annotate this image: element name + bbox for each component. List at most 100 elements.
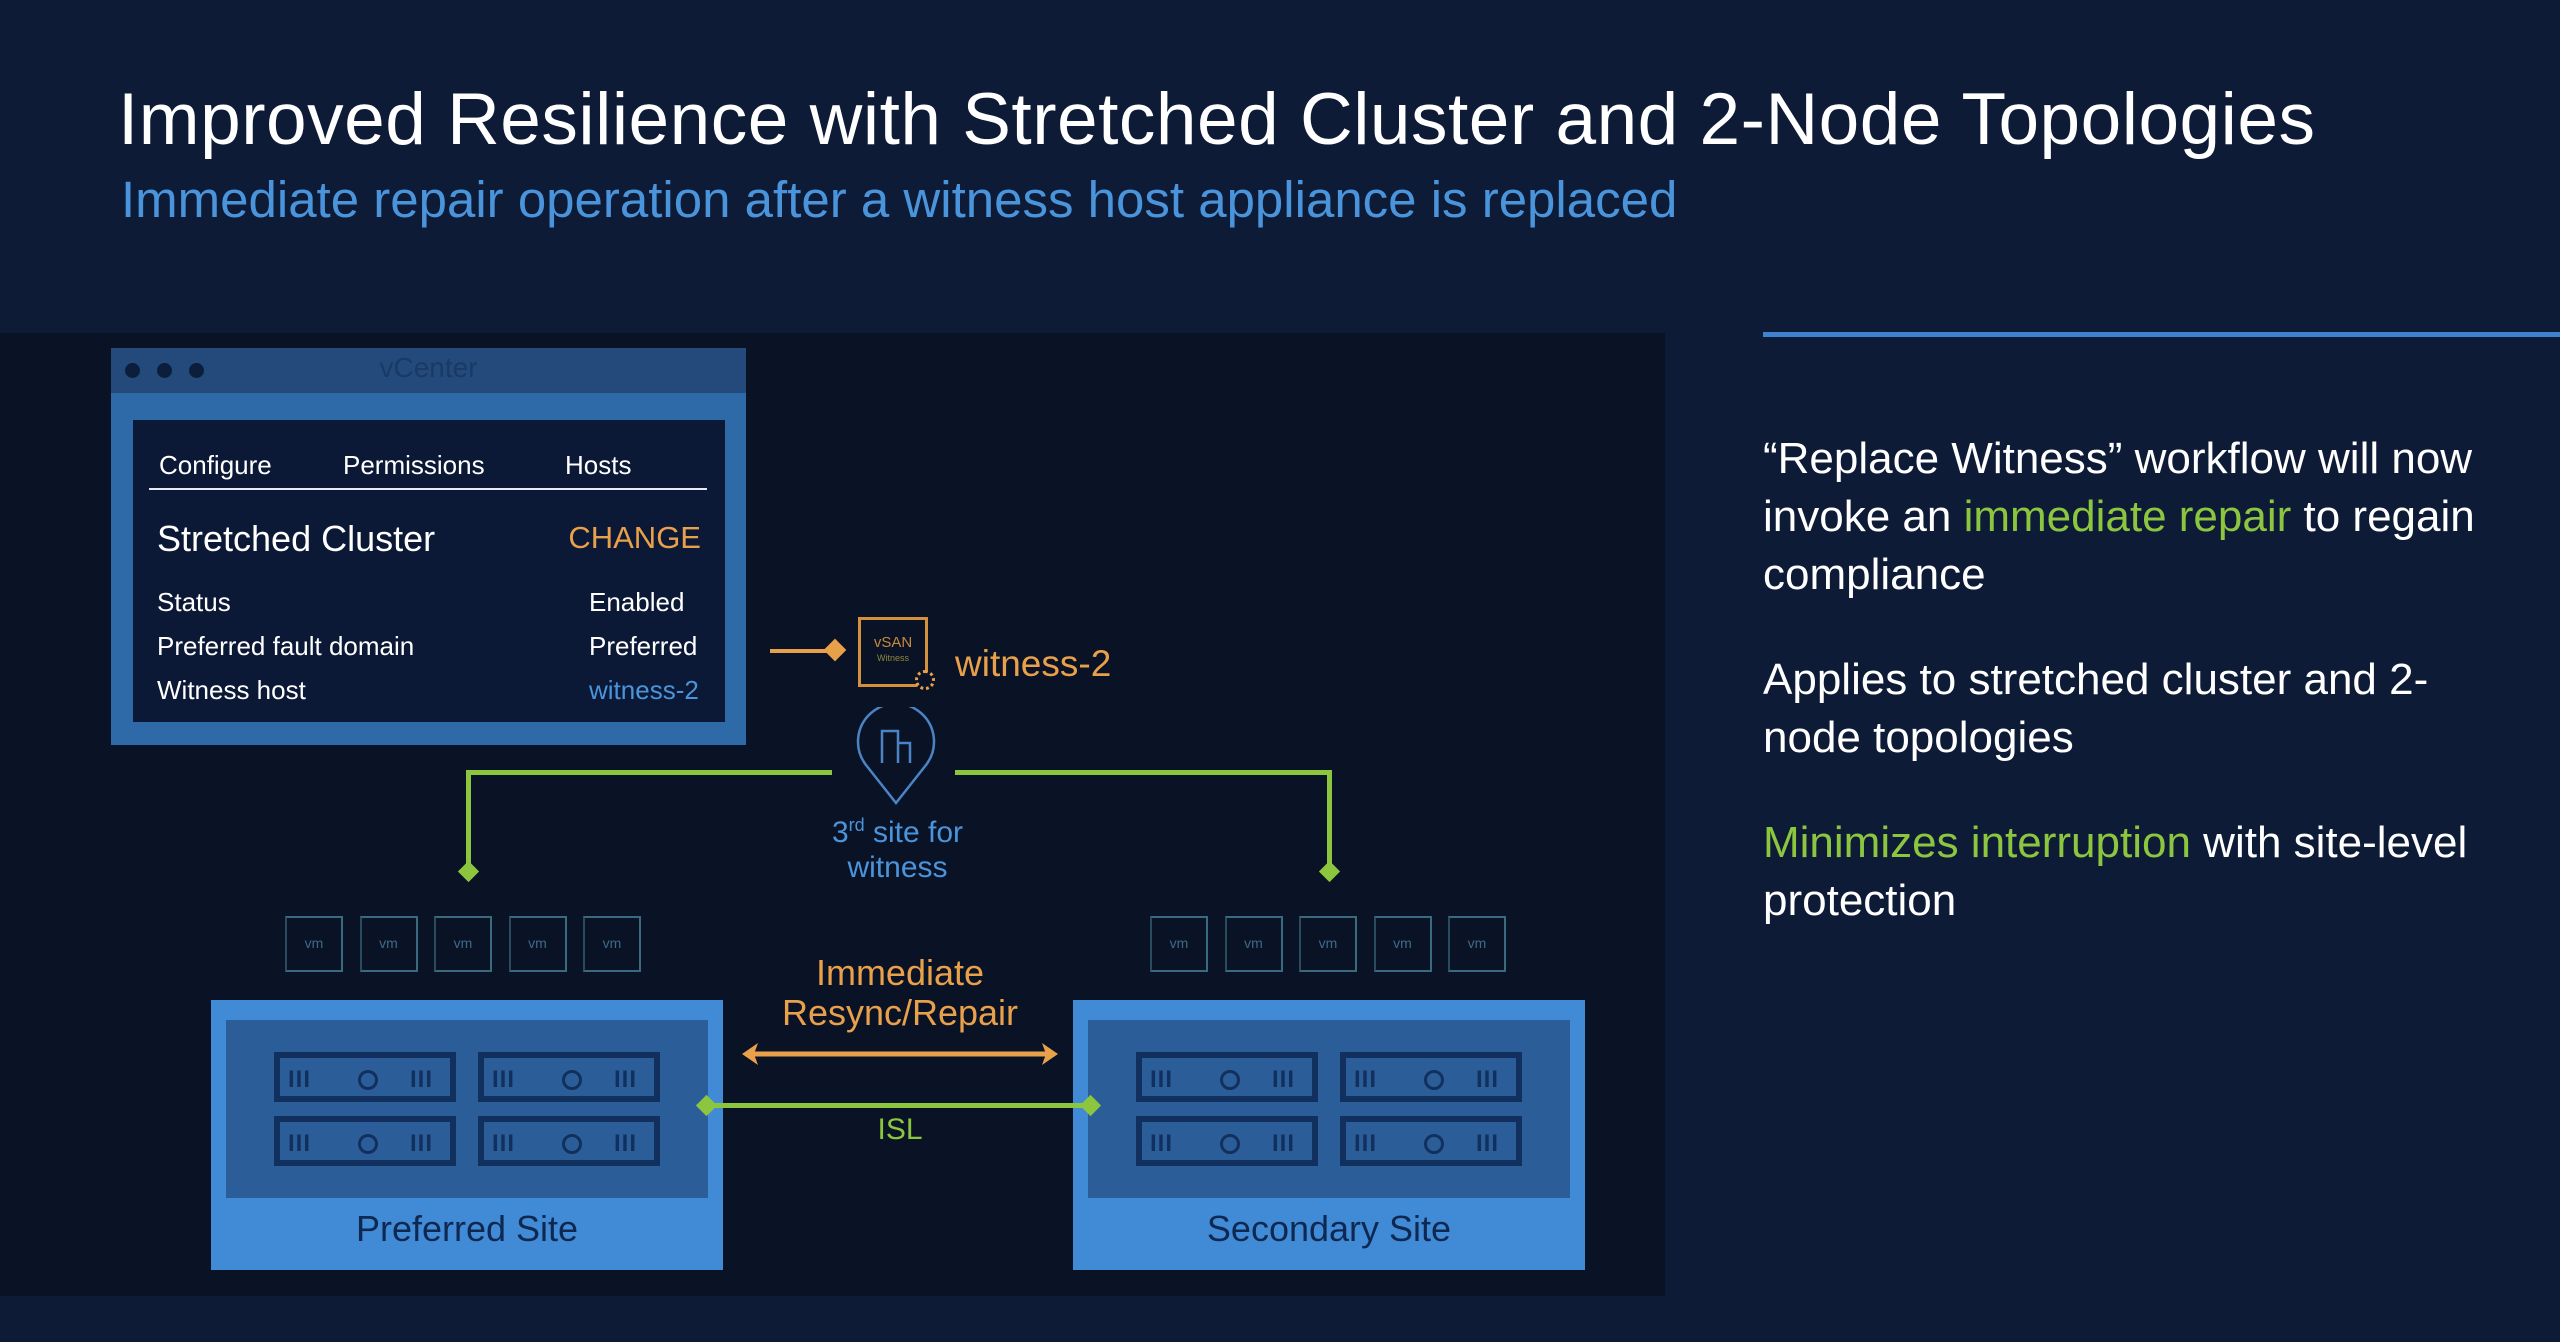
vsan-witness-appliance-icon: vSAN Witness <box>858 617 928 687</box>
witness-host-label: Witness host <box>157 675 306 705</box>
server-led-icon <box>1424 1070 1444 1090</box>
vcenter-window: vCenter Configure Permissions Hosts Stre… <box>111 348 746 745</box>
third-site-sup: rd <box>848 815 865 835</box>
server-led-icon <box>562 1134 582 1154</box>
server-icon: III III <box>478 1052 660 1102</box>
server-led-icon <box>562 1070 582 1090</box>
status-label: Status <box>157 587 231 617</box>
server-bars-icon: III <box>1476 1066 1500 1093</box>
double-arrow-icon <box>742 1043 1058 1065</box>
server-bars-icon: III <box>1150 1130 1174 1157</box>
server-bars-icon: III <box>492 1130 516 1157</box>
server-led-icon <box>358 1070 378 1090</box>
slide-subtitle: Immediate repair operation after a witne… <box>121 171 1678 228</box>
third-site-label: 3rd site for witness <box>760 808 1035 885</box>
vm-icon: vm <box>359 916 418 972</box>
witness-link-left-h <box>466 770 832 775</box>
bullet-2: Applies to stretched cluster and 2-node … <box>1763 651 2523 767</box>
server-led-icon <box>358 1134 378 1154</box>
server-icon: III III <box>274 1052 456 1102</box>
server-bars-icon: III <box>1354 1130 1378 1157</box>
server-icon: III III <box>1340 1116 1522 1166</box>
server-bars-icon: III <box>1272 1130 1296 1157</box>
bullet-text: Applies to stretched cluster and 2-node … <box>1763 655 2429 762</box>
vm-icon: vm <box>285 916 343 972</box>
server-bars-icon: III <box>1150 1066 1174 1093</box>
slide-title: Improved Resilience with Stretched Clust… <box>118 79 2316 160</box>
tab-permissions[interactable]: Permissions <box>343 450 485 480</box>
resync-label: Immediate Resync/Repair <box>725 953 1075 1033</box>
witness-link-left-v <box>466 770 471 870</box>
location-pin-icon <box>856 707 936 806</box>
highlight-text: Minimizes interruption <box>1763 818 2191 867</box>
window-dot-icon <box>189 363 204 378</box>
witness-link-right-v <box>1327 770 1332 870</box>
third-site-num: 3 <box>831 816 849 849</box>
secondary-site: III III III III III III III III Secondary Site <box>1073 1000 1585 1270</box>
preferred-site-label: Preferred Site <box>355 1208 579 1249</box>
tab-configure[interactable]: Configure <box>159 450 272 480</box>
bullet-3: Minimizes interruption with site-level p… <box>1763 814 2523 930</box>
vm-icon: vm <box>1224 916 1283 972</box>
gear-icon <box>915 670 935 690</box>
server-bars-icon: III <box>1272 1066 1296 1093</box>
third-site-text: site for <box>864 816 964 849</box>
status-value: Enabled <box>589 587 685 617</box>
server-led-icon <box>1220 1134 1240 1154</box>
vm-icon: vm <box>1299 916 1357 972</box>
server-rack: III III III III III III III III <box>226 1020 708 1198</box>
server-bars-icon: III <box>410 1066 434 1093</box>
preferred-site: III III III III III III III III Preferred Site <box>211 1000 723 1270</box>
witness-box-line2: Witness <box>876 653 909 663</box>
vm-icon: vm <box>434 916 492 972</box>
fault-domain-label: Preferred fault domain <box>157 631 415 661</box>
resync-line2: Resync/Repair <box>781 992 1019 1033</box>
bullet-text: “Replace Witness” workflow will now invo… <box>1763 434 2473 541</box>
server-icon: III III <box>1136 1052 1318 1102</box>
vm-icon: vm <box>1373 916 1432 972</box>
bullet-text: to regain compliance <box>1763 492 2475 599</box>
server-icon: III III <box>1340 1052 1522 1102</box>
witness-name: witness-2 <box>955 643 1112 684</box>
server-bars-icon: III <box>1354 1066 1378 1093</box>
server-icon: III III <box>1136 1116 1318 1166</box>
bullet-text: with site-level protection <box>1763 818 2468 925</box>
vm-icon: vm <box>1448 916 1506 972</box>
server-bars-icon: III <box>410 1130 434 1157</box>
server-bars-icon: III <box>614 1066 638 1093</box>
server-led-icon <box>1220 1070 1240 1090</box>
server-icon: III III <box>478 1116 660 1166</box>
secondary-site-label: Secondary Site <box>1206 1208 1452 1249</box>
witness-box-line1: vSAN <box>873 634 913 651</box>
witness-link-right-h <box>955 770 1332 775</box>
section-title: Stretched Cluster <box>157 518 436 559</box>
server-bars-icon: III <box>288 1066 312 1093</box>
resync-line1: Immediate <box>815 952 985 993</box>
witness-arrow <box>770 649 838 653</box>
change-button[interactable]: CHANGE <box>568 520 701 555</box>
witness-host-link[interactable]: witness-2 <box>589 675 699 705</box>
server-icon: III III <box>274 1116 456 1166</box>
isl-label: ISL <box>877 1113 923 1146</box>
third-site-line2: witness <box>847 851 948 884</box>
tab-hosts[interactable]: Hosts <box>565 450 632 480</box>
server-bars-icon: III <box>492 1066 516 1093</box>
window-dot-icon <box>125 363 140 378</box>
vm-icon: vm <box>1150 916 1208 972</box>
server-bars-icon: III <box>1476 1130 1500 1157</box>
fault-domain-value: Preferred <box>589 631 698 661</box>
section-divider <box>1763 332 2560 337</box>
window-dot-icon <box>157 363 172 378</box>
bullet-1: “Replace Witness” workflow will now invo… <box>1763 430 2523 604</box>
vm-icon: vm <box>583 916 641 972</box>
tab-divider <box>149 488 707 490</box>
vcenter-titlebar: vCenter <box>111 348 746 393</box>
highlight-text: immediate repair <box>1963 492 2292 541</box>
server-rack: III III III III III III III III <box>1088 1020 1570 1198</box>
vm-icon: vm <box>508 916 567 972</box>
server-led-icon <box>1424 1134 1444 1154</box>
isl-link <box>708 1103 1092 1108</box>
vcenter-content: Configure Permissions Hosts Stretched Cl… <box>133 420 725 722</box>
server-bars-icon: III <box>288 1130 312 1157</box>
server-bars-icon: III <box>614 1130 638 1157</box>
